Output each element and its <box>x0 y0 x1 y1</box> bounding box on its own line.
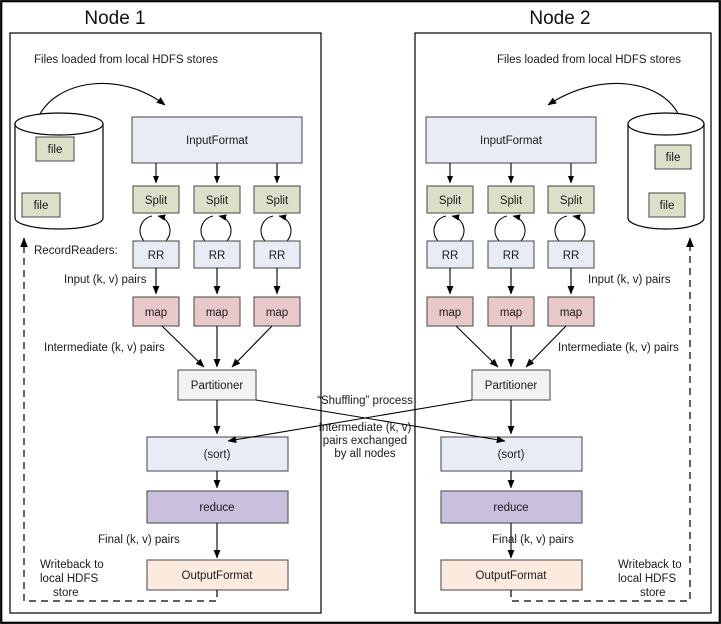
node1-sort-box <box>146 436 289 472</box>
node2-split-label-1: Split <box>439 195 462 207</box>
node1-rr-label-1: RR <box>148 250 165 262</box>
node2-split-label-3: Split <box>560 195 583 207</box>
node2-load-arrow <box>547 82 681 119</box>
node2-title: Node 2 <box>529 8 590 29</box>
node1-rr-label-2: RR <box>209 250 226 262</box>
node1-split-box-1 <box>132 185 180 214</box>
node1-recordreaders-label: RecordReaders: <box>34 245 118 257</box>
node1-final-pairs-label: Final (k, v) pairs <box>98 534 180 546</box>
node1-load-arrow <box>37 83 166 119</box>
node2-writeback-line1: Writeback to <box>618 559 682 571</box>
shuffle-desc-line2: pairs exchanged <box>323 435 407 447</box>
shuffle-process-label: “Shuffling” process <box>317 395 413 407</box>
node1-split-label-3: Split <box>266 195 289 207</box>
node1-writeback-path <box>20 237 218 602</box>
node2-split-box-1 <box>426 185 474 214</box>
node2-map-partitioner-arrow-3 <box>525 325 567 368</box>
node2-partitioner-label: Partitioner <box>485 380 538 392</box>
node1-map-box-3 <box>253 296 301 327</box>
node1-writeback-line1: Writeback to <box>40 559 104 571</box>
node2-rr-box-2 <box>487 240 535 269</box>
node1-file-label-2: file <box>34 200 49 212</box>
node2-partitioner-box <box>471 369 551 401</box>
node2-files-loaded-caption: Files loaded from local HDFS stores <box>497 54 681 66</box>
node1-file-label-1: file <box>48 144 63 156</box>
node1-rr-label-3: RR <box>269 250 286 262</box>
node2-intermediate-pairs-label: Intermediate (k, v) pairs <box>558 342 679 354</box>
node2-file-label-1: file <box>666 152 681 164</box>
node2-map-label-3: map <box>560 307 582 319</box>
node1-intermediate-pairs-label: Intermediate (k, v) pairs <box>44 342 165 354</box>
node1-writeback-line2: local HDFS <box>40 573 98 585</box>
node1-partitioner-label: Partitioner <box>191 380 244 392</box>
node2-file-box-1 <box>654 144 692 170</box>
node1-rr-box-2 <box>193 240 241 269</box>
node2-map-box-3 <box>547 296 595 327</box>
node1-rr-box-3 <box>253 240 301 269</box>
node1-map-box-2 <box>193 296 241 327</box>
node2-final-pairs-label: Final (k, v) pairs <box>492 534 574 546</box>
node2-sort-label: (sort) <box>498 449 525 461</box>
node1-split-box-2 <box>193 185 241 214</box>
node2-split-box-3 <box>547 185 595 214</box>
node2-rr-label-3: RR <box>563 250 580 262</box>
node2-writeback-path <box>510 237 694 602</box>
node1-outputformat-box <box>146 559 289 591</box>
node1-rr-box-1 <box>132 240 180 269</box>
node1-split-box-3 <box>253 185 301 214</box>
node2-writeback-line3: store <box>640 587 666 599</box>
node1-reduce-label: reduce <box>199 502 234 514</box>
node1-file-box-1 <box>35 136 75 162</box>
node1-reduce-box <box>146 490 289 524</box>
shuffle-arrow-node1-to-node2 <box>255 399 506 444</box>
node1-split-label-1: Split <box>145 195 168 207</box>
node1-map-label-1: map <box>145 307 167 319</box>
node2-map-label-1: map <box>439 307 461 319</box>
node2-rr-label-1: RR <box>442 250 459 262</box>
node2-file-label-2: file <box>660 200 675 212</box>
node2-inputformat-box <box>425 116 597 164</box>
node1-file-box-2 <box>21 192 61 218</box>
node2-input-pairs-label: Input (k, v) pairs <box>588 274 671 286</box>
node2-map-partitioner-arrow-1 <box>455 325 499 368</box>
node2-split-box-2 <box>487 185 535 214</box>
node2-reduce-box <box>440 490 583 524</box>
node2-map-box-2 <box>487 296 535 327</box>
node2-outputformat-label: OutputFormat <box>476 570 548 582</box>
node2-map-label-2: map <box>500 307 522 319</box>
node2-file-box-2 <box>648 192 686 218</box>
node1-partitioner-box <box>177 369 257 401</box>
node1-map-partitioner-arrow-1 <box>161 325 205 368</box>
node1-inputformat-label: InputFormat <box>186 135 249 147</box>
node2-writeback-line2: local HDFS <box>618 573 676 585</box>
node2-split-label-2: Split <box>500 195 523 207</box>
node1-frame <box>9 32 322 614</box>
shuffle-arrow-node2-to-node1 <box>227 399 473 444</box>
node1-map-label-3: map <box>266 307 288 319</box>
node2-reduce-label: reduce <box>493 502 528 514</box>
node2-rr-box-1 <box>426 240 474 269</box>
node2-rr-label-2: RR <box>503 250 520 262</box>
node1-map-partitioner-arrow-3 <box>231 325 273 368</box>
node1-inputformat-box <box>131 116 303 164</box>
node1-sort-label: (sort) <box>204 449 231 461</box>
node2-outputformat-box <box>440 559 583 591</box>
shuffle-desc-line1: Intermediate (k, v) <box>319 422 412 434</box>
node1-input-pairs-label: Input (k, v) pairs <box>64 274 147 286</box>
node2-frame <box>414 32 712 614</box>
node1-split-label-2: Split <box>206 195 229 207</box>
node2-map-box-1 <box>426 296 474 327</box>
node2-inputformat-label: InputFormat <box>480 135 543 147</box>
node1-writeback-line3: store <box>53 587 79 599</box>
node1-outputformat-label: OutputFormat <box>182 570 254 582</box>
node1-map-box-1 <box>132 296 180 327</box>
node1-map-label-2: map <box>206 307 228 319</box>
shuffle-desc-line3: by all nodes <box>334 448 396 460</box>
node1-files-loaded-caption: Files loaded from local HDFS stores <box>34 54 218 66</box>
node1-title: Node 1 <box>84 8 145 29</box>
